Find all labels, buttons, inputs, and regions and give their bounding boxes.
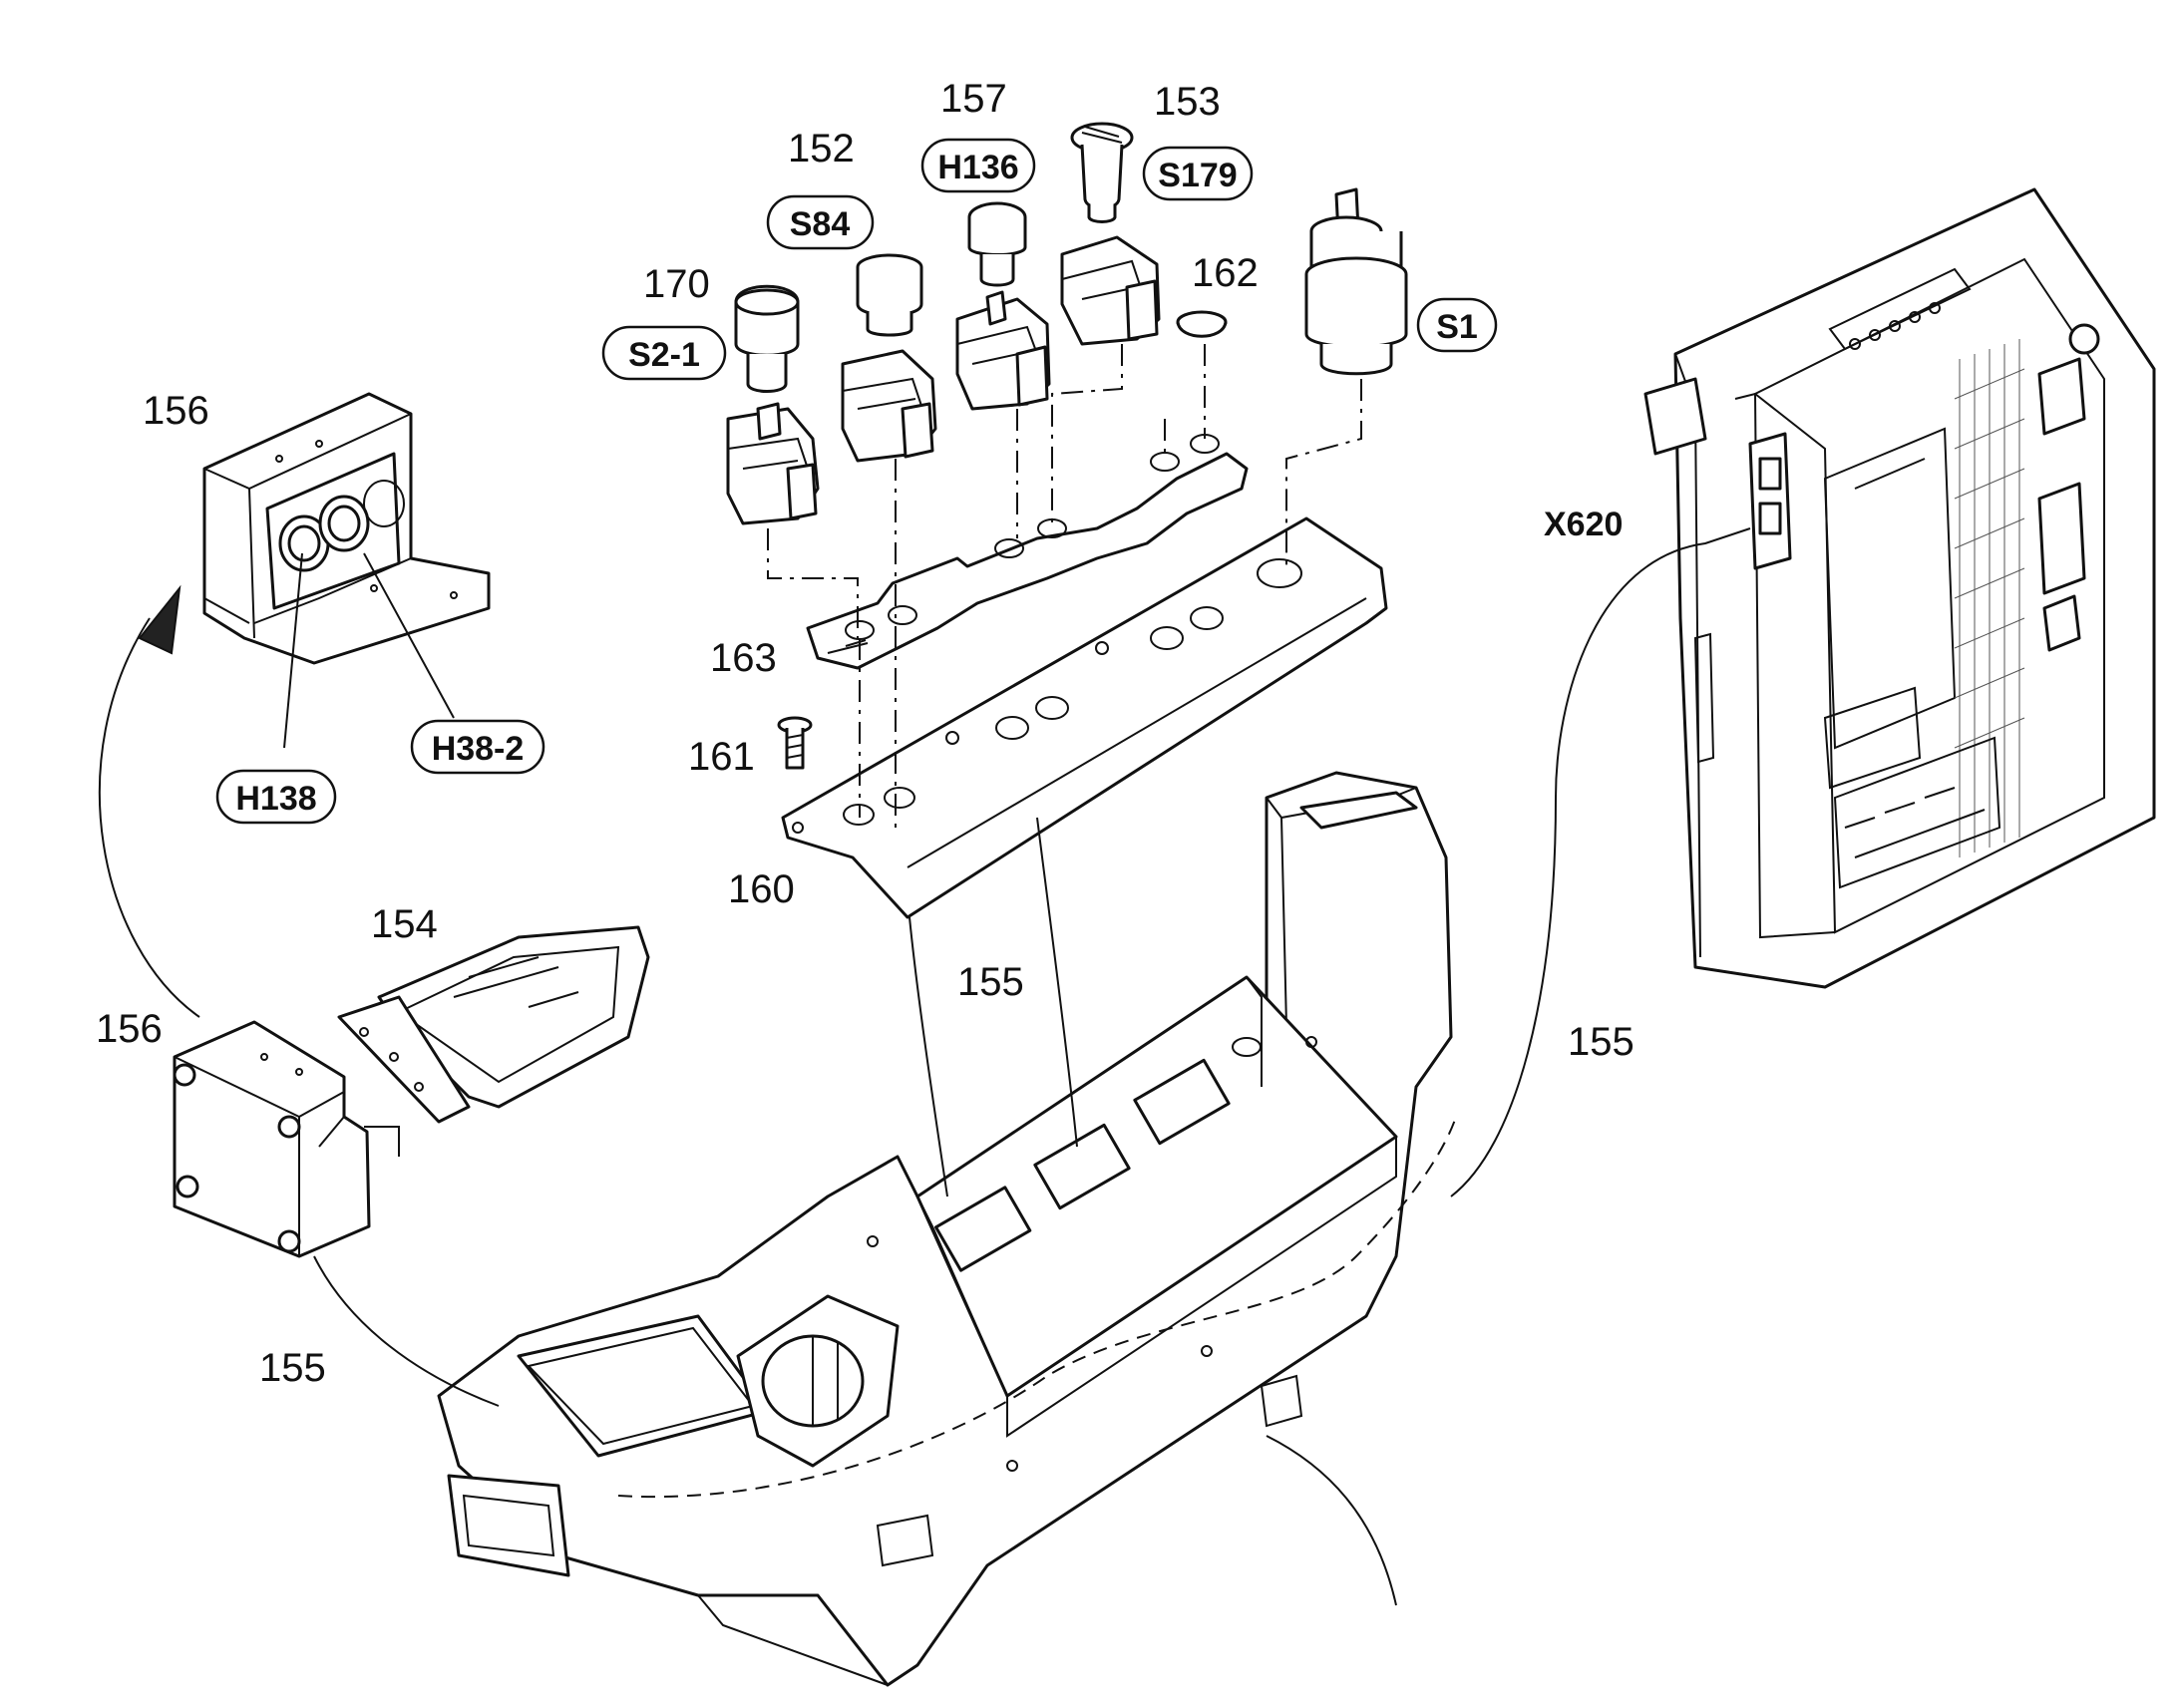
label-156-bottom: 156 [96, 1007, 163, 1051]
label-154: 154 [371, 902, 438, 946]
pill-h38-2 [410, 719, 545, 775]
plug-162 [1176, 310, 1228, 338]
pill-s1 [1416, 297, 1498, 353]
h138-leader [283, 552, 303, 749]
key-switch-s1 [1304, 187, 1408, 376]
designator-s84: S84 [790, 205, 851, 243]
screw-161 [777, 716, 813, 770]
designator-s179: S179 [1158, 157, 1237, 194]
designator-h138: H138 [235, 780, 316, 818]
button-s2-1 [734, 284, 800, 393]
selector-s179 [1070, 122, 1134, 223]
contact-block-3 [955, 290, 1051, 411]
pill-s2-1 [601, 325, 727, 381]
operator-console [437, 771, 1457, 1687]
h38-2-leader [363, 552, 455, 719]
pill-h136 [920, 138, 1036, 193]
cable-exit [1266, 1435, 1397, 1606]
x620-leader [1450, 527, 1751, 1197]
contact-block-2 [841, 349, 937, 463]
contact-block-1 [726, 402, 820, 525]
label-170: 170 [643, 262, 710, 306]
part-number-labels: 152 153 154 155 155 155 156 156 157 160 … [96, 77, 1635, 1390]
assembly-lines [767, 344, 1362, 828]
mounting-plate-160 [781, 516, 1388, 919]
button-s84 [856, 253, 923, 337]
label-157: 157 [940, 77, 1007, 121]
pill-s84 [766, 194, 875, 250]
arrow-head [138, 584, 182, 655]
label-161: 161 [688, 735, 755, 779]
designator-h38-2: H38-2 [432, 730, 525, 768]
label-160: 160 [728, 867, 795, 911]
contact-block-4 [1060, 235, 1161, 346]
control-cabinet [1643, 187, 2156, 989]
cable-155-mid-b [1036, 817, 1078, 1148]
label-156-top: 156 [143, 389, 209, 433]
label-153: 153 [1154, 80, 1221, 124]
designator-labels: S84 H136 S179 S2-1 S1 H138 H38-2 X620 [215, 138, 1623, 825]
cable-155-left [313, 1255, 500, 1407]
lamp-h136 [967, 201, 1027, 287]
designator-h136: H136 [937, 149, 1018, 186]
label-155-left: 155 [259, 1346, 326, 1390]
pill-h138 [215, 769, 337, 825]
designator-x620: X620 [1544, 506, 1623, 543]
designator-s2-1: S2-1 [628, 336, 700, 374]
label-155-right: 155 [1568, 1020, 1635, 1064]
panel-156-bottom [173, 1020, 371, 1258]
label-152: 152 [788, 127, 855, 171]
cable-155-mid-a [908, 916, 948, 1197]
label-163: 163 [710, 636, 777, 680]
curved-arrow [99, 617, 200, 1018]
designator-s1: S1 [1436, 308, 1478, 346]
cover-154 [337, 925, 650, 1157]
label-155-mid: 155 [957, 960, 1024, 1004]
label-162: 162 [1192, 251, 1259, 295]
panel-156-top [202, 392, 491, 665]
pill-s179 [1142, 146, 1254, 201]
